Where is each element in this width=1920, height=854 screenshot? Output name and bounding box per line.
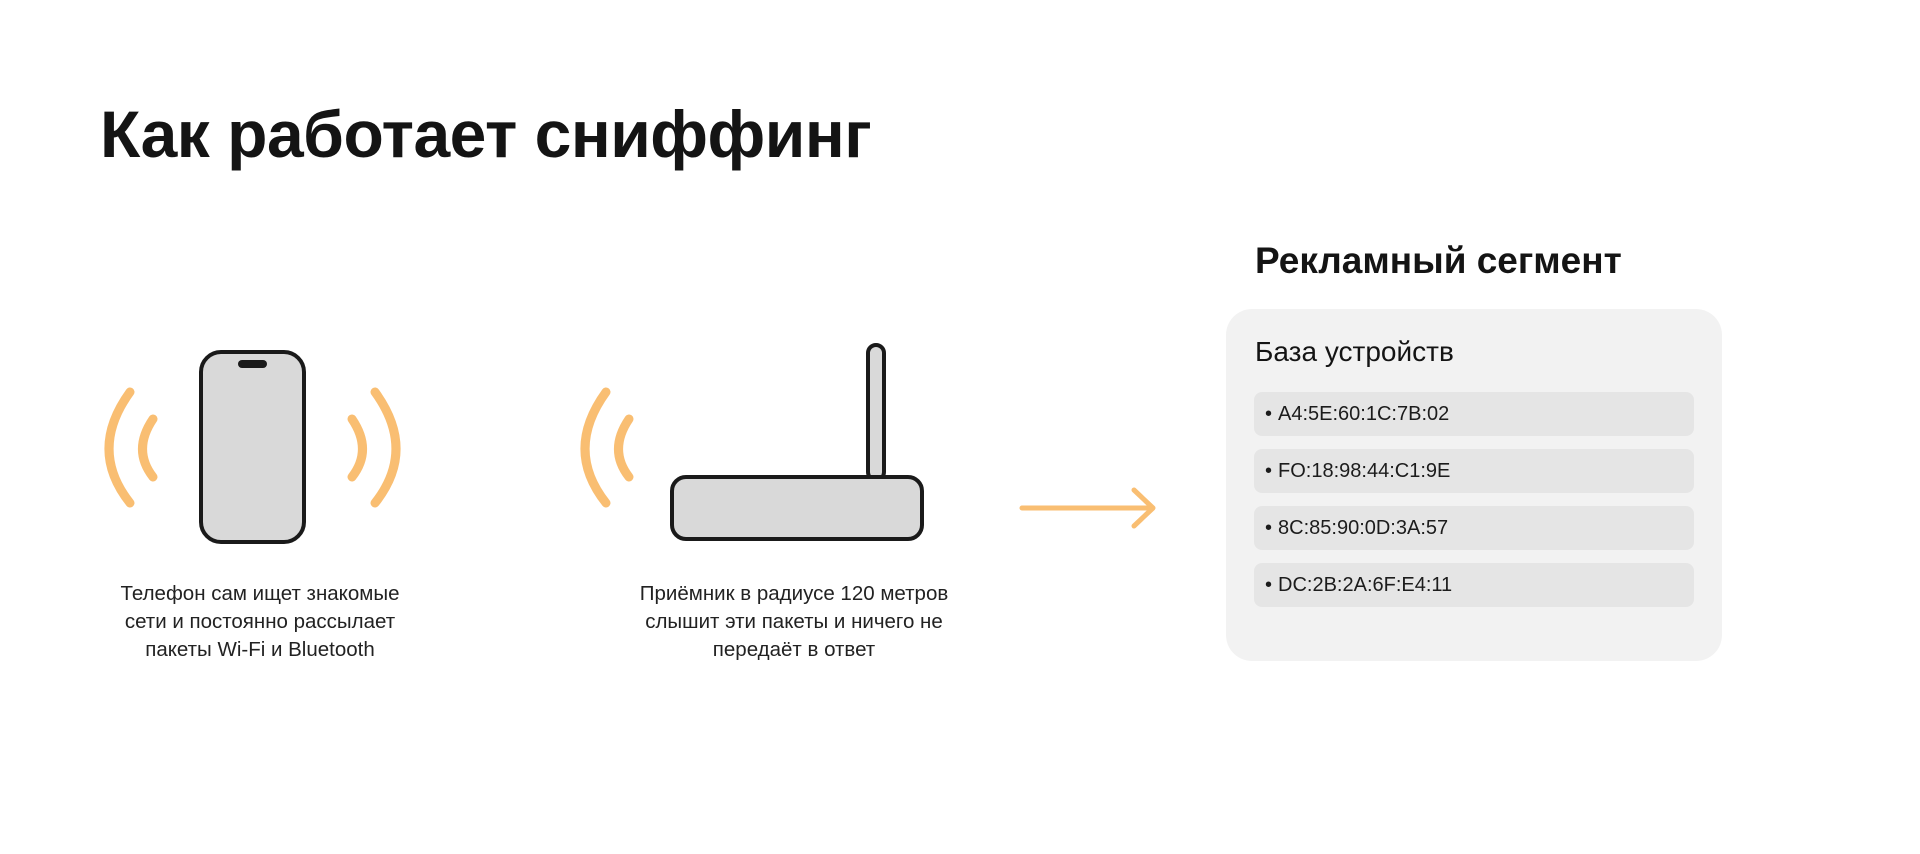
smartphone-icon <box>199 350 306 544</box>
device-mac-address: DC:2B:2A:6F:E4:11 <box>1278 573 1453 596</box>
device-mac-address: A4:5E:60:1C:7B:02 <box>1278 402 1450 425</box>
bullet-icon: • <box>1265 402 1273 425</box>
device-list-item: • A4:5E:60:1C:7B:02 <box>1254 392 1694 436</box>
receiver-caption: Приёмник в радиусе 120 метров слышит эти… <box>594 580 994 664</box>
phone-signal-left-icon <box>104 387 158 508</box>
phone-caption-line: сети и постоянно рассылает <box>124 610 396 633</box>
phone-signal-right-icon <box>347 387 401 508</box>
device-list-item: • DC:2B:2A:6F:E4:11 <box>1254 563 1694 607</box>
arrow-right-icon <box>1019 487 1156 529</box>
router-icon <box>670 343 924 541</box>
device-list: • A4:5E:60:1C:7B:02 • FO:18:98:44:C1:9E … <box>1254 392 1694 620</box>
receiver-caption-line: слышит эти пакеты и ничего не <box>645 610 943 633</box>
phone-caption-line: Телефон сам ищет знакомые <box>120 582 400 605</box>
segment-title: Рекламный сегмент <box>1255 240 1622 281</box>
receiver-signal-icon <box>580 387 634 508</box>
device-database-title: База устройств <box>1255 336 1454 367</box>
device-list-item: • 8C:85:90:0D:3A:57 <box>1254 506 1694 550</box>
bullet-icon: • <box>1265 459 1273 482</box>
receiver-caption-line: Приёмник в радиусе 120 метров <box>639 582 949 605</box>
bullet-icon: • <box>1265 573 1273 596</box>
page-title: Как работает сниффинг <box>100 97 872 171</box>
device-mac-address: FO:18:98:44:C1:9E <box>1278 459 1451 482</box>
device-mac-address: 8C:85:90:0D:3A:57 <box>1278 516 1449 539</box>
device-database-card: База устройств • A4:5E:60:1C:7B:02 • FO:… <box>1226 309 1722 661</box>
phone-caption: Телефон сам ищет знакомые сети и постоян… <box>60 580 460 664</box>
phone-caption-line: пакеты Wi-Fi и Bluetooth <box>145 638 375 661</box>
receiver-caption-line: передаёт в ответ <box>712 638 876 661</box>
bullet-icon: • <box>1265 516 1273 539</box>
device-list-item: • FO:18:98:44:C1:9E <box>1254 449 1694 493</box>
